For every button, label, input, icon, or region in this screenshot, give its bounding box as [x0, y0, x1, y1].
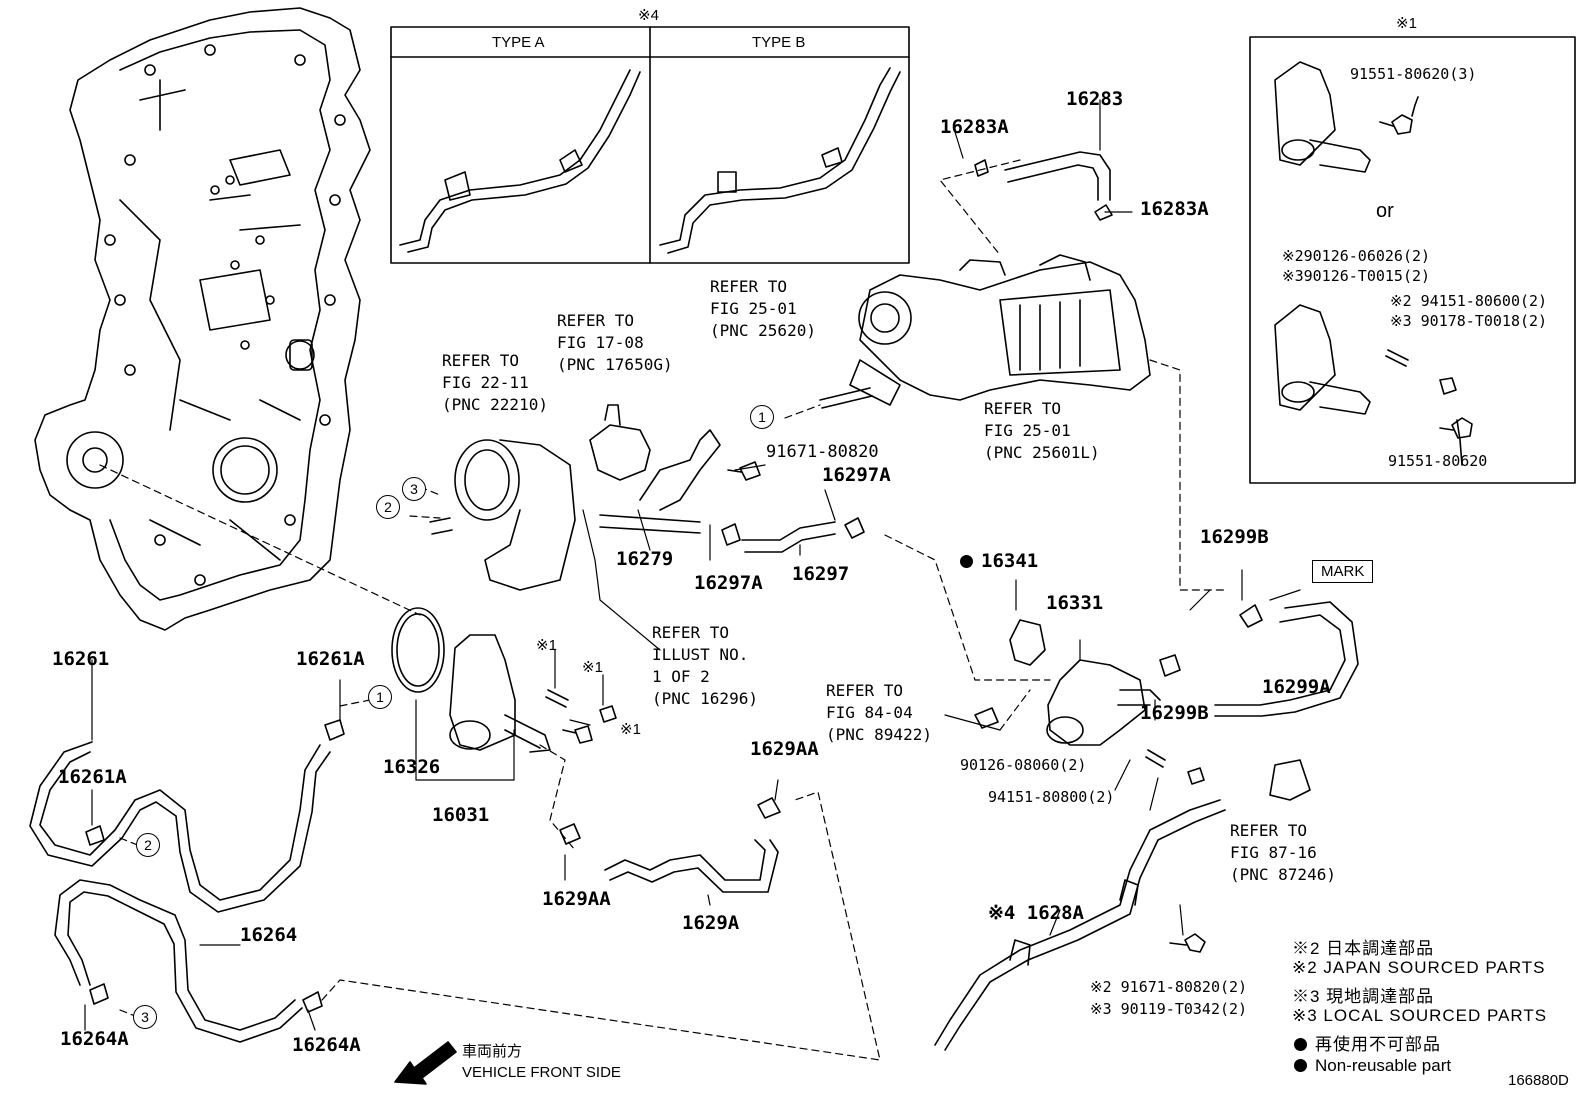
part-label[interactable]: 16283 — [1066, 88, 1124, 110]
part-label[interactable]: 16283A — [940, 116, 1009, 138]
non-reusable-bullet-icon — [960, 555, 973, 568]
x1-marker: ※1 — [620, 721, 641, 738]
pipe-16279 — [599, 429, 761, 534]
part-label[interactable]: 1629AA — [750, 738, 819, 760]
connection-marker-1: 1 — [750, 405, 774, 429]
part-label-text: 16341 — [981, 550, 1039, 572]
part-label[interactable]: 16264A — [292, 1034, 361, 1056]
legend-non-reusable-en: Non-reusable part — [1294, 1056, 1451, 1076]
nut-16031 — [599, 705, 617, 723]
x1-marker: ※1 — [582, 659, 603, 676]
diagram-number: 166880D — [1508, 1072, 1569, 1089]
legend-local-sourced-en: ※3 LOCAL SOURCED PARTS — [1292, 1006, 1548, 1025]
part-label-16341[interactable]: 16341 — [960, 552, 1038, 571]
connection-marker-2: 2 — [376, 495, 400, 519]
legend-text: 再使用不可部品 — [1315, 1035, 1441, 1054]
mark-label: MARK — [1312, 560, 1374, 583]
vehicle-front-arrow-icon — [394, 1041, 457, 1085]
part-label[interactable]: 16264 — [240, 924, 298, 946]
hose-16283 — [974, 151, 1113, 221]
x1-marker: ※1 — [536, 637, 557, 654]
part-label[interactable]: 16299A — [1262, 676, 1331, 698]
option-nut-1: ※2 94151-80600(2) — [1390, 292, 1548, 310]
option-box-marker: ※1 — [1396, 15, 1417, 32]
part-label[interactable]: 16297A — [822, 464, 891, 486]
hose-16299A — [1214, 601, 1359, 717]
refer-fig-25-01-top[interactable]: REFER TO FIG 25-01 (PNC 25620) — [710, 277, 816, 340]
refer-fig-25-01-bottom[interactable]: REFER TO FIG 25-01 (PNC 25601L) — [984, 399, 1100, 462]
part-label[interactable]: 16326 — [383, 756, 441, 778]
connection-marker-3: 3 — [402, 477, 426, 501]
water-inlet-16031 — [449, 634, 551, 753]
connection-marker-2: 2 — [136, 833, 160, 857]
type-b-label: TYPE B — [752, 34, 806, 51]
vacuum-sensor — [589, 404, 651, 481]
refer-fig-84-04[interactable]: REFER TO FIG 84-04 (PNC 89422) — [826, 681, 932, 744]
part-label[interactable]: 16279 — [616, 548, 674, 570]
option-or: or — [1376, 200, 1394, 222]
refer-illust-no[interactable]: REFER TO ILLUST NO. 1 OF 2 (PNC 16296) — [652, 623, 758, 708]
part-label[interactable]: ※2 91671-80820(2) — [1090, 978, 1248, 996]
legend-text: Non-reusable part — [1315, 1056, 1452, 1075]
part-label[interactable]: 1629A — [682, 912, 740, 934]
part-label[interactable]: 16031 — [432, 804, 490, 826]
part-label[interactable]: 16299B — [1140, 702, 1209, 724]
non-reusable-bullet-icon — [1294, 1038, 1307, 1051]
option-stud-2: ※390126-T0015(2) — [1282, 267, 1431, 285]
part-label[interactable]: 16261 — [52, 648, 110, 670]
non-reusable-bullet-icon — [1294, 1059, 1307, 1072]
type-box-frame — [390, 26, 910, 264]
gasket-16326-inner — [396, 613, 440, 687]
hose-16297 — [721, 517, 865, 553]
connection-marker-3: 3 — [133, 1005, 157, 1029]
thermostat-housing-16331 — [974, 619, 1205, 785]
gasket-16326 — [391, 607, 445, 693]
part-label[interactable]: 94151-80800(2) — [988, 788, 1115, 806]
bolt-16031 — [562, 725, 593, 744]
vehicle-front-jp: 車両前方 — [462, 1043, 523, 1060]
option-bottom-bolt: 91551-80620 — [1388, 452, 1488, 470]
refer-fig-17-08[interactable]: REFER TO FIG 17-08 (PNC 17650G) — [557, 311, 673, 374]
part-label[interactable]: 16283A — [1140, 198, 1209, 220]
part-label[interactable]: 16264A — [60, 1028, 129, 1050]
part-label[interactable]: 91671-80820 — [766, 442, 879, 462]
part-label[interactable]: 16297A — [694, 572, 763, 594]
leader-lines — [84, 99, 1301, 1031]
part-label[interactable]: 90126-08060(2) — [960, 756, 1087, 774]
part-label[interactable]: 16299B — [1200, 526, 1269, 548]
legend-japan-sourced-en: ※2 JAPAN SOURCED PARTS — [1292, 958, 1546, 977]
timing-chain-cover — [34, 7, 371, 631]
legend-non-reusable-jp: 再使用不可部品 — [1294, 1030, 1441, 1055]
type-box-marker: ※4 — [638, 7, 659, 24]
connection-marker-1: 1 — [368, 685, 392, 709]
hose-1629A — [559, 797, 781, 893]
stud-16031 — [545, 689, 569, 708]
type-a-label: TYPE A — [492, 34, 545, 51]
part-label[interactable]: ※3 90119-T0342(2) — [1090, 1000, 1248, 1018]
option-nut-2: ※3 90178-T0018(2) — [1390, 312, 1548, 330]
legend-local-sourced-jp: ※3 現地調達部品 — [1292, 987, 1435, 1006]
hose-16261 — [29, 719, 345, 913]
legend-japan-sourced-jp: ※2 日本調達部品 — [1292, 939, 1435, 958]
pipe-1628A — [934, 759, 1311, 1051]
refer-fig-87-16[interactable]: REFER TO FIG 87-16 (PNC 87246) — [1230, 821, 1336, 884]
part-label[interactable]: 16261A — [296, 648, 365, 670]
option-box-frame — [1249, 36, 1576, 484]
throttle-body — [429, 439, 576, 591]
part-label[interactable]: 16297 — [792, 563, 850, 585]
egr-assembly — [819, 254, 1151, 409]
hose-16264 — [54, 879, 323, 1043]
option-top-bolt: 91551-80620(3) — [1350, 65, 1477, 83]
part-label[interactable]: 16261A — [58, 766, 127, 788]
part-label[interactable]: ※4 1628A — [988, 902, 1084, 924]
vehicle-front-en: VEHICLE FRONT SIDE — [462, 1064, 621, 1081]
refer-fig-22-11[interactable]: REFER TO FIG 22-11 (PNC 22210) — [442, 351, 548, 414]
part-label[interactable]: 1629AA — [542, 888, 611, 910]
option-stud-1: ※290126-06026(2) — [1282, 247, 1431, 265]
part-label[interactable]: 16331 — [1046, 592, 1104, 614]
